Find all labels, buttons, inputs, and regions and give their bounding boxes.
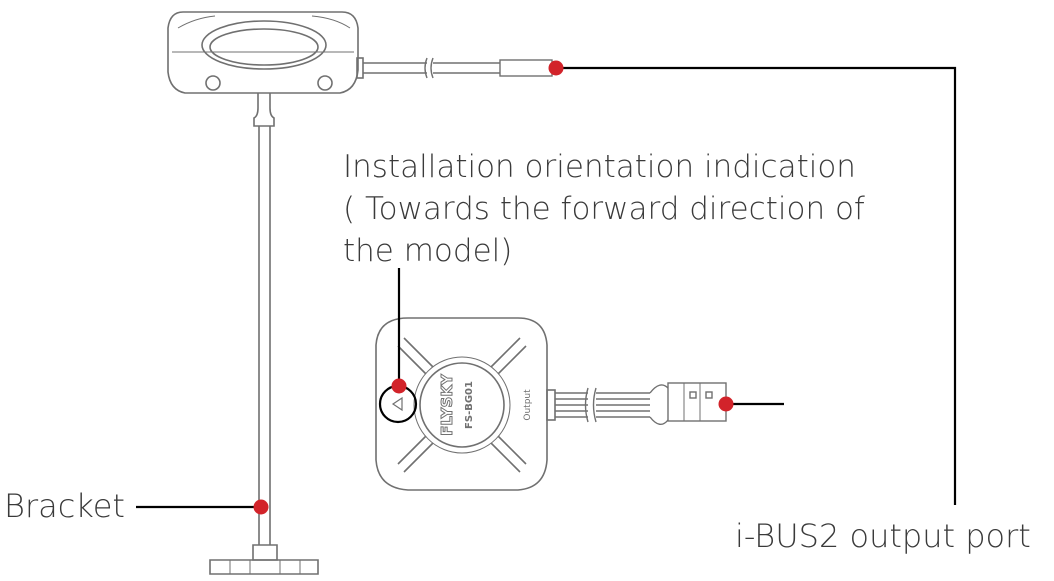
callout-dots — [253, 60, 734, 515]
bracket — [209, 93, 319, 575]
output-port-label: i-BUS2 output port — [735, 517, 1031, 555]
bracket-label: Bracket — [4, 487, 125, 525]
output-port-dot — [548, 60, 564, 76]
gps-module-top — [167, 11, 364, 94]
model-marking: FS-BG01 — [464, 381, 475, 429]
orientation-dot — [391, 378, 407, 394]
bracket-dot — [253, 499, 269, 515]
module-output-dot — [718, 396, 734, 412]
leader-lines — [136, 66, 957, 509]
brand-marking: FLYSKY — [438, 373, 456, 436]
module-cable — [555, 382, 727, 425]
orientation-label-line3: the model) — [343, 233, 513, 269]
orientation-label-line1: Installation orientation indication — [343, 149, 856, 185]
module-markings: FLYSKY FS-BG01 Output — [438, 373, 534, 437]
orientation-label: Installation orientation indication ( To… — [343, 146, 865, 272]
output-marking: Output — [523, 389, 533, 421]
fs-bg01-module — [375, 317, 556, 491]
gps-cable — [363, 57, 553, 79]
output-port-leader — [556, 66, 957, 505]
orientation-label-line2: ( Towards the forward direction of — [343, 191, 865, 227]
